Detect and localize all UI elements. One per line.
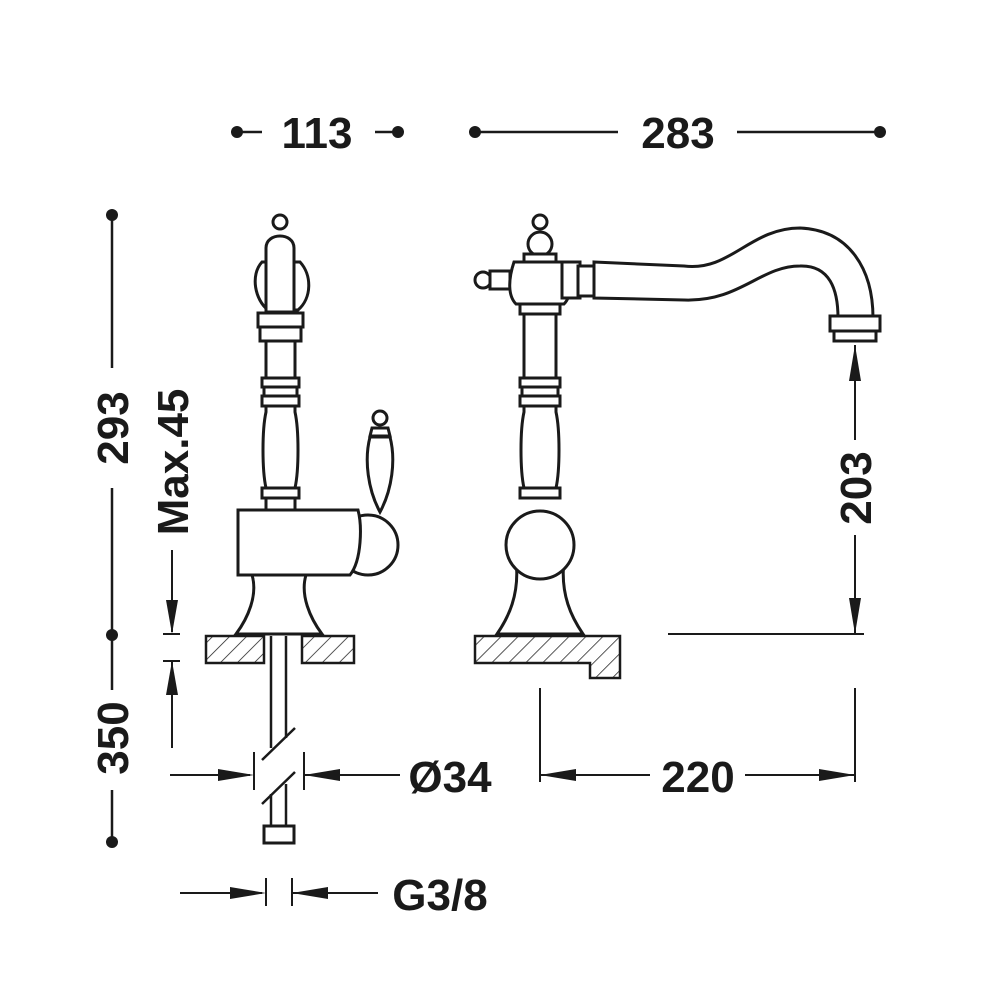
dimension-293: 293	[89, 209, 138, 641]
countertop-front-section	[473, 634, 622, 680]
dimension-113: 113	[231, 109, 404, 158]
dimension-label-max45: Max.45	[149, 389, 198, 536]
dimension-label-220: 220	[661, 753, 734, 802]
dimension-label-113: 113	[282, 109, 353, 158]
dimension-label-connection: G3/8	[392, 871, 487, 920]
dimension-diameter-34: Ø34	[170, 752, 492, 802]
dimension-label-293: 293	[89, 391, 138, 464]
dimension-endpoint	[392, 126, 404, 138]
faucet-front-view	[473, 213, 882, 636]
dimension-283: 283	[469, 109, 886, 158]
dimension-label-350: 350	[89, 701, 138, 774]
dimension-g38: G3/8	[180, 871, 488, 920]
dimension-label-283: 283	[641, 109, 714, 158]
dimension-label-diameter: Ø34	[408, 753, 492, 802]
dimension-350: 350	[89, 635, 138, 848]
dimension-max45: Max.45	[149, 389, 198, 748]
dimension-endpoint	[874, 126, 886, 138]
faucet-side-view	[233, 213, 400, 636]
dimension-203: 203	[668, 345, 881, 635]
dimension-220: 220	[539, 688, 856, 802]
supply-hose	[261, 636, 296, 845]
countertop-side-section	[204, 634, 356, 665]
dimension-label-203: 203	[832, 451, 881, 524]
